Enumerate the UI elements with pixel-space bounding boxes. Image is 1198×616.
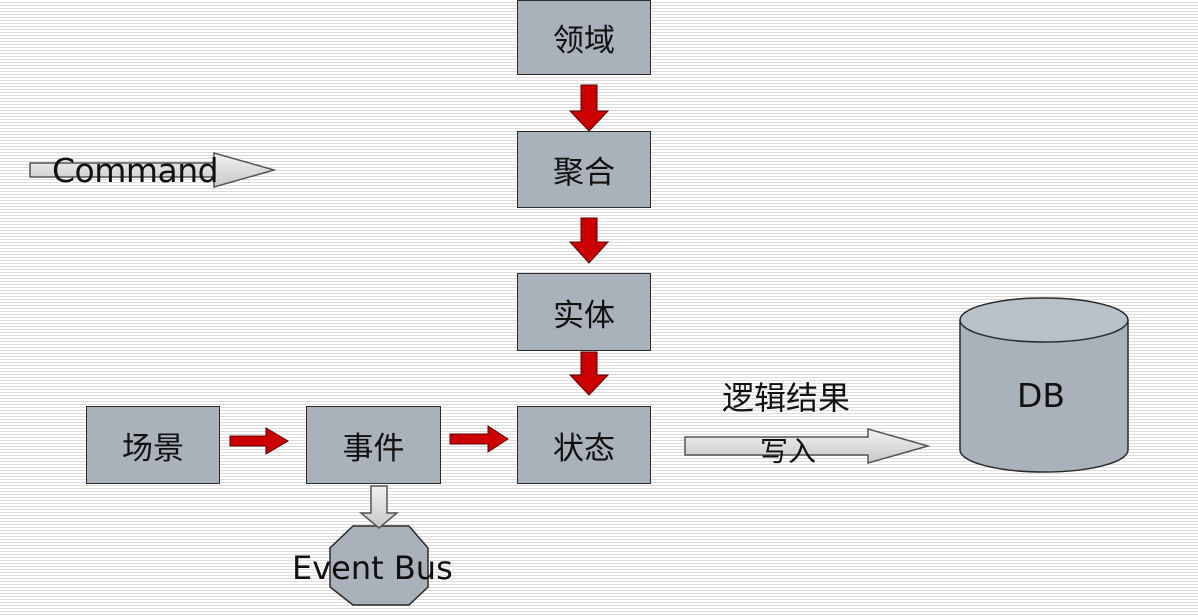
logic-result-label: 逻辑结果	[722, 379, 851, 417]
domain-label: 领域	[553, 23, 615, 59]
scene-box: 场景	[86, 406, 220, 484]
domain-box: 领域	[517, 0, 651, 75]
aggregate-box: 聚合	[517, 131, 651, 208]
aggregate-to-entity-arrow-icon	[568, 217, 610, 264]
db-label: DB	[1017, 376, 1066, 415]
event-bus-label: Event Bus	[292, 549, 453, 587]
command-label: Command	[52, 151, 219, 190]
event-label: 事件	[342, 430, 405, 467]
event-to-state-arrow-icon	[449, 425, 509, 453]
db-cylinder-icon	[959, 297, 1129, 473]
event-to-bus-arrow-icon	[358, 485, 400, 529]
entity-box: 实体	[517, 273, 651, 351]
aggregate-label: 聚合	[553, 155, 615, 191]
write-in-label: 写入	[760, 435, 817, 468]
domain-to-aggregate-arrow-icon	[568, 84, 610, 132]
event-bus-octagon-icon	[329, 525, 429, 606]
scene-to-event-arrow-icon	[229, 427, 289, 455]
state-box: 状态	[517, 406, 651, 484]
command-arrow-icon	[29, 152, 277, 188]
entity-to-state-arrow-icon	[568, 351, 610, 396]
event-box: 事件	[306, 406, 441, 484]
entity-label: 实体	[553, 297, 615, 334]
write-to-db-arrow-icon	[684, 428, 931, 464]
state-label: 状态	[553, 430, 615, 467]
scene-label: 场景	[122, 430, 184, 467]
